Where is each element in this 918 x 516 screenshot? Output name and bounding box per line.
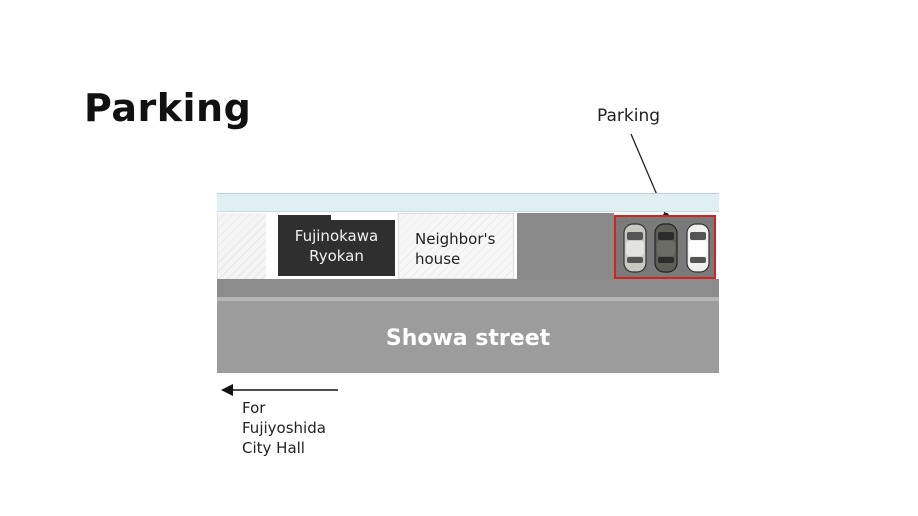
ryokan-building: Fujinokawa Ryokan: [278, 215, 395, 276]
car-icon: [686, 223, 710, 273]
curb-line: [217, 297, 719, 301]
river-strip: [217, 193, 719, 212]
area-map: Fujinokawa Ryokan Neighbor's house Showa…: [217, 193, 719, 373]
page-title: Parking: [84, 86, 252, 130]
parking-area: [614, 215, 716, 279]
neighbor-house-label: Neighbor's house: [415, 230, 496, 268]
street-label: Showa street: [385, 326, 551, 351]
arrow-left-icon: [221, 384, 338, 396]
vacant-lot: [217, 213, 266, 279]
car-icon: [654, 223, 678, 273]
paved-lot: [517, 213, 614, 279]
direction-label: For Fujiyoshida City Hall: [242, 399, 326, 457]
sidewalk: [217, 279, 719, 297]
showa-street: [217, 301, 719, 373]
neighbor-house-lot: [398, 213, 514, 279]
car-icon: [623, 223, 647, 273]
parking-callout-label: Parking: [597, 106, 661, 126]
